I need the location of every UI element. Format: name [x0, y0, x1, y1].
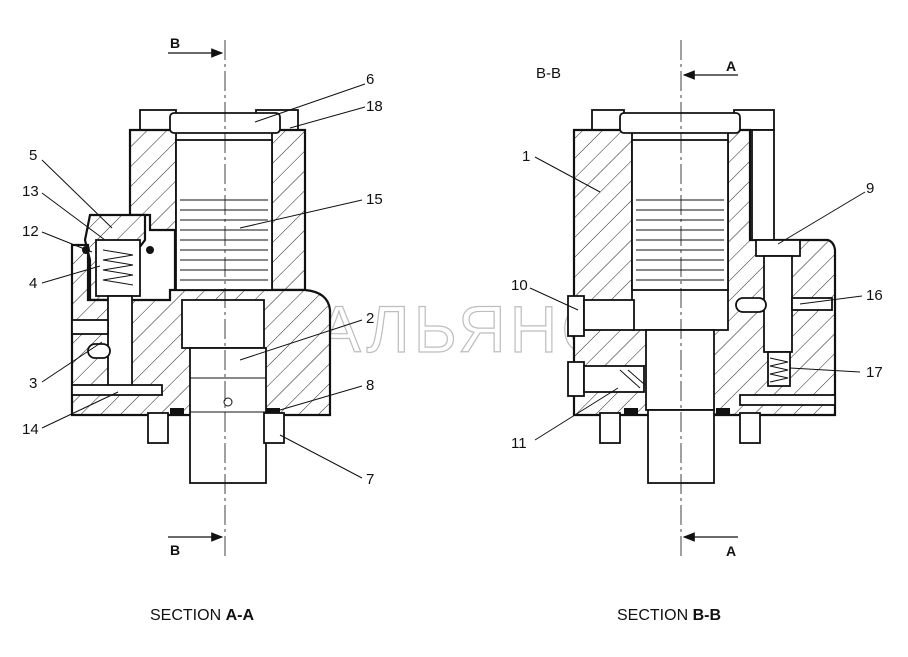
aa-callout-5: 5	[29, 147, 37, 164]
bb-right-valve-body	[763, 255, 793, 353]
aa-port-channel-3	[71, 384, 163, 396]
aa-callout-7: 7	[366, 471, 374, 488]
aa-callout-14: 14	[22, 421, 39, 438]
bb-fitting-11-body	[583, 365, 645, 393]
aa-oring-right	[146, 246, 154, 254]
bb-callout-17: 17	[866, 364, 883, 381]
aa-piston-grooves	[180, 199, 268, 281]
bb-bottom-channel	[739, 394, 836, 406]
aa-seal-left	[170, 408, 184, 416]
aa-cut-label-top: B	[170, 35, 180, 51]
aa-callout-18: 18	[366, 98, 383, 115]
bb-piston	[631, 139, 729, 291]
bb-bolt-right	[739, 412, 761, 444]
bb-cut-label-top: A	[726, 58, 736, 74]
bb-port-channel	[735, 297, 767, 313]
aa-caption: SECTION A-A	[150, 607, 254, 624]
aa-callout-6: 6	[366, 71, 374, 88]
aa-seal-right	[266, 408, 280, 416]
bb-bolt-left	[599, 412, 621, 444]
aa-bolt-left	[147, 412, 169, 444]
bb-fitting-10	[567, 295, 585, 337]
aa-piston	[175, 139, 273, 291]
aa-plunger-lower	[189, 347, 267, 484]
bb-port-16	[791, 297, 833, 311]
bb-view-label: B-B	[536, 65, 561, 82]
aa-callout-8: 8	[366, 377, 374, 394]
bb-seal-right	[716, 408, 730, 416]
aa-port-channel-2	[87, 343, 111, 359]
aa-cut-label-bottom: B	[170, 542, 180, 558]
aa-spring	[102, 249, 134, 286]
bb-right-valve-spring-bore	[767, 351, 791, 387]
bb-piston-grooves	[636, 199, 724, 281]
aa-bolt-right	[263, 412, 285, 444]
bb-fitting-10-body	[583, 299, 635, 331]
aa-callout-15: 15	[366, 191, 383, 208]
bb-callout-16: 16	[866, 287, 883, 304]
bb-side-pipe	[751, 129, 775, 241]
aa-callout-13: 13	[22, 183, 39, 200]
bb-seal-left	[624, 408, 638, 416]
bb-right-valve-spring	[769, 357, 789, 383]
aa-callout-2: 2	[366, 310, 374, 327]
section-aa: B B 6 18 5 13 15 12 4 2 3 8 14 7 SECTION…	[22, 35, 383, 624]
aa-callout-4: 4	[29, 275, 37, 292]
aa-callout-12: 12	[22, 223, 39, 240]
bb-cut-label-bottom: A	[726, 543, 736, 559]
section-bb: B-B	[511, 40, 883, 624]
aa-plunger-upper	[181, 299, 265, 349]
bb-piston-cap	[619, 112, 741, 134]
aa-callout-3: 3	[29, 375, 37, 392]
bb-plunger-upper	[645, 329, 715, 411]
bb-fitting-11	[567, 361, 585, 397]
bb-callout-10: 10	[511, 277, 528, 294]
bb-callout-11: 11	[511, 435, 527, 452]
aa-valve-stem	[107, 295, 133, 392]
aa-port-channel-1	[71, 319, 109, 335]
bb-callout-1: 1	[522, 148, 530, 165]
bb-callout-9: 9	[866, 180, 874, 197]
bb-right-valve-cap	[755, 239, 801, 257]
bb-caption: SECTION B-B	[617, 607, 721, 624]
